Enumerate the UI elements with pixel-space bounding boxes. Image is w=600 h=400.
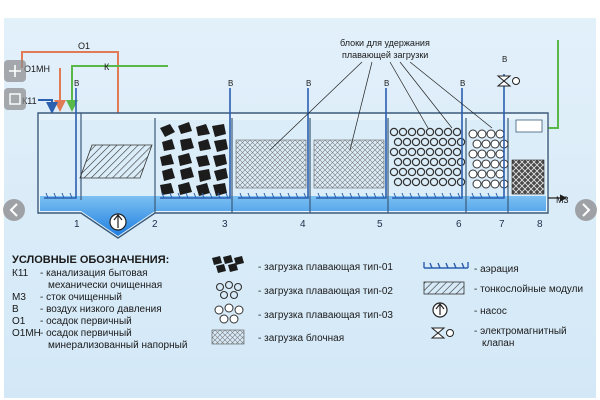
legend-desc: - воздух низкого давления — [40, 304, 162, 315]
aeration-diffusers — [45, 192, 499, 199]
chevron-left-icon — [9, 203, 18, 217]
air-label: В — [384, 79, 389, 88]
media-block-icon — [211, 329, 245, 345]
block-media-4 — [313, 139, 385, 189]
legend-desc: - осадок первичный — [40, 328, 132, 339]
air-label: В — [502, 55, 507, 64]
legend-desc: - канализация бытовая — [40, 267, 148, 279]
pipe-label-k11: К11 — [22, 96, 37, 106]
pump-arrow — [113, 214, 123, 228]
media-type-02-icon — [215, 280, 243, 300]
zoom-button[interactable] — [4, 60, 26, 82]
media-type-01-fill — [160, 122, 228, 196]
legend-code: В — [12, 304, 19, 315]
air-label: В — [306, 79, 311, 88]
copy-icon — [9, 93, 21, 105]
legend-title: УСЛОВНЫЕ ОБОЗНАЧЕНИЯ: — [12, 254, 169, 266]
legend-desc: - сток очищенный — [40, 292, 122, 303]
legend-desc: - тонкослойные модули — [474, 284, 583, 295]
share-button[interactable] — [4, 88, 26, 110]
air-label: В — [460, 79, 465, 88]
legend-desc: - насос — [474, 306, 507, 317]
media-type-03-icon — [214, 303, 244, 324]
air-label: В — [74, 79, 79, 88]
legend-desc: механически очищенная — [48, 280, 162, 291]
legend-code: К11 — [12, 268, 29, 279]
legend-code: О1МН — [12, 328, 41, 339]
section-number: 1 — [74, 219, 80, 230]
treatment-tank: М3 — [37, 74, 569, 239]
legend-code: М3 — [12, 292, 26, 303]
legend-desc: - электромагнитный — [474, 326, 567, 337]
section-number: 3 — [222, 219, 228, 230]
legend-code: О1 — [12, 316, 26, 327]
pipe-label-m3: М3 — [556, 195, 569, 205]
solenoid-valve-icon — [496, 75, 520, 87]
legend-left: УСЛОВНЫЕ ОБОЗНАЧЕНИЯ: К11 - канализация … — [12, 254, 187, 351]
legend-desc: - загрузка плавающая тип-03 — [258, 310, 393, 321]
legend-desc: - аэрация — [474, 264, 519, 275]
callout-line-1: блоки для удержания — [340, 38, 430, 48]
pipe-label-k: К — [104, 62, 110, 72]
media-type-03-fill — [468, 129, 509, 189]
pipe-label-o1: О1 — [78, 41, 90, 51]
pipe-label-o1mn: О1МН — [24, 64, 50, 74]
legend-mid: - загрузка плавающая тип-01 - загрузка п… — [211, 255, 393, 345]
next-image-button[interactable] — [575, 199, 597, 221]
thin-layer-module — [79, 144, 153, 179]
tank-water — [40, 196, 546, 236]
section-number: 7 — [499, 219, 505, 230]
legend-desc: - осадок первичный — [40, 316, 132, 327]
expand-icon — [9, 65, 21, 77]
clean-pipe-k — [66, 65, 168, 112]
legend-desc: - загрузка блочная — [258, 332, 344, 344]
section-numbers: 1 2 3 4 5 6 7 8 — [74, 219, 543, 230]
block-media-3 — [235, 139, 307, 189]
legend-desc: - загрузка плавающая тип-01 — [258, 262, 393, 273]
chevron-right-icon — [582, 203, 591, 217]
aeration-icon — [423, 262, 469, 269]
legend-right: - аэрация - тонкослойные модули - насос … — [423, 262, 583, 349]
solenoid-valve-icon — [430, 327, 454, 339]
section-number: 5 — [377, 219, 383, 230]
media-type-01-icon — [212, 255, 244, 273]
aeration-lines — [44, 74, 505, 199]
thin-layer-module-icon — [423, 281, 465, 295]
overflow-tray — [515, 119, 543, 133]
section-number: 4 — [300, 219, 306, 230]
callout-media-blocks: блоки для удержания плавающей загрузки — [269, 38, 493, 151]
section-number: 8 — [537, 219, 543, 230]
prev-image-button[interactable] — [3, 199, 25, 221]
legend-desc: клапан — [482, 338, 514, 349]
media-type-02-fill — [389, 127, 466, 187]
pump-icon — [432, 302, 448, 318]
air-label: В — [228, 79, 233, 88]
legend-desc: минерализованный напорный — [48, 340, 187, 351]
section-number: 6 — [456, 219, 462, 230]
inlet-pipe-k11 — [38, 99, 58, 114]
air-labels: В В В В В В — [74, 55, 507, 88]
legend-desc: - загрузка плавающая тип-02 — [258, 286, 393, 297]
section-number: 2 — [152, 219, 158, 230]
block-media-8 — [511, 159, 545, 195]
callout-line-2: плавающей загрузки — [342, 50, 428, 60]
